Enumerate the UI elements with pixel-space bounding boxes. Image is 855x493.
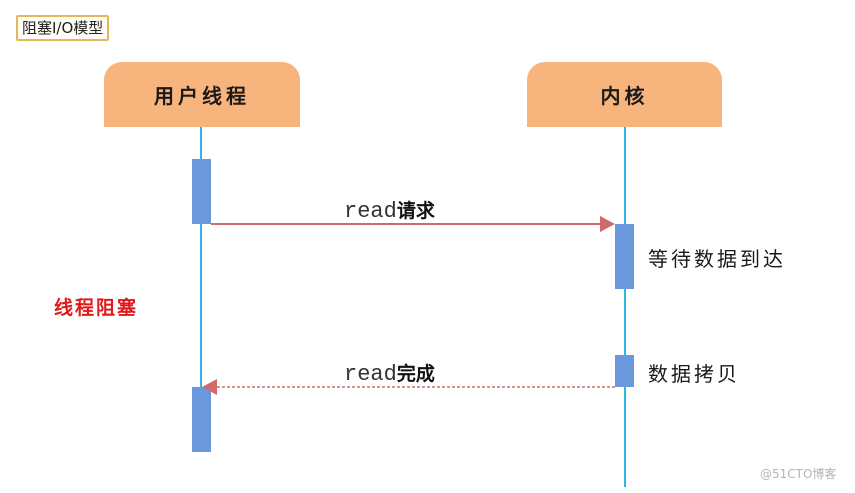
lifeline-user-thread xyxy=(200,127,202,452)
actor-user-thread: 用户线程 xyxy=(104,62,300,127)
message-read-complete-prefix: read xyxy=(344,362,397,387)
message-read-request: read请求 xyxy=(344,196,435,224)
activation-user-resume xyxy=(192,387,211,452)
message-read-request-suffix: 请求 xyxy=(396,200,435,222)
actor-kernel: 内核 xyxy=(527,62,722,127)
activation-user-read-call xyxy=(192,159,211,224)
actor-kernel-label: 内核 xyxy=(600,84,649,108)
diagram-title: 阻塞I/O模型 xyxy=(16,15,110,41)
note-thread-blocked: 线程阻塞 xyxy=(54,297,139,319)
message-read-request-prefix: read xyxy=(344,199,397,224)
message-read-complete: read完成 xyxy=(344,359,435,387)
arrow-read-complete-head xyxy=(202,379,217,395)
note-wait-for-data: 等待数据到达 xyxy=(648,247,786,271)
lifeline-kernel xyxy=(624,127,626,487)
activation-kernel-copy xyxy=(615,355,634,387)
note-data-copy: 数据拷贝 xyxy=(648,362,740,386)
message-read-complete-suffix: 完成 xyxy=(396,363,435,385)
actor-user-thread-label: 用户线程 xyxy=(154,84,250,108)
watermark: @51CTO博客 xyxy=(760,467,837,481)
activation-kernel-wait xyxy=(615,224,634,289)
arrow-read-request-head xyxy=(600,216,615,232)
